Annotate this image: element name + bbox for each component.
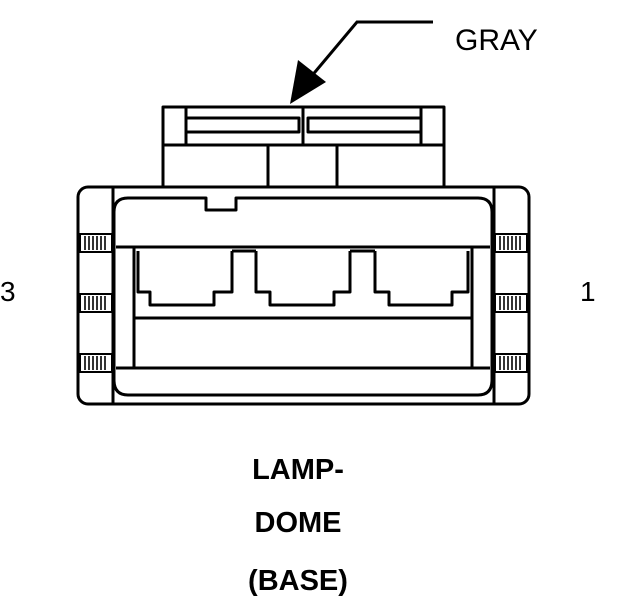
latch-tab-left xyxy=(184,116,301,134)
pin-number-right: 1 xyxy=(580,276,596,307)
grip-ribs-right xyxy=(494,233,528,373)
terminal-cavity-1 xyxy=(373,251,470,307)
wire-color-label: GRAY xyxy=(455,24,538,57)
inner-cavity xyxy=(112,196,494,397)
connector-title-line-2: DOME xyxy=(254,507,342,539)
pin-number-left: 3 xyxy=(0,276,16,307)
latch-tab-right xyxy=(306,116,423,134)
grip-ribs-left xyxy=(79,233,113,373)
connector-body xyxy=(76,185,531,406)
connector-title-line-3: (BASE) xyxy=(248,565,348,597)
terminal-cavity-3 xyxy=(136,251,234,307)
terminal-cavity-2 xyxy=(254,251,352,307)
latch-housing xyxy=(161,105,446,189)
color-leader-arrow xyxy=(290,20,433,104)
connector-title-line-1: LAMP- xyxy=(252,454,344,486)
